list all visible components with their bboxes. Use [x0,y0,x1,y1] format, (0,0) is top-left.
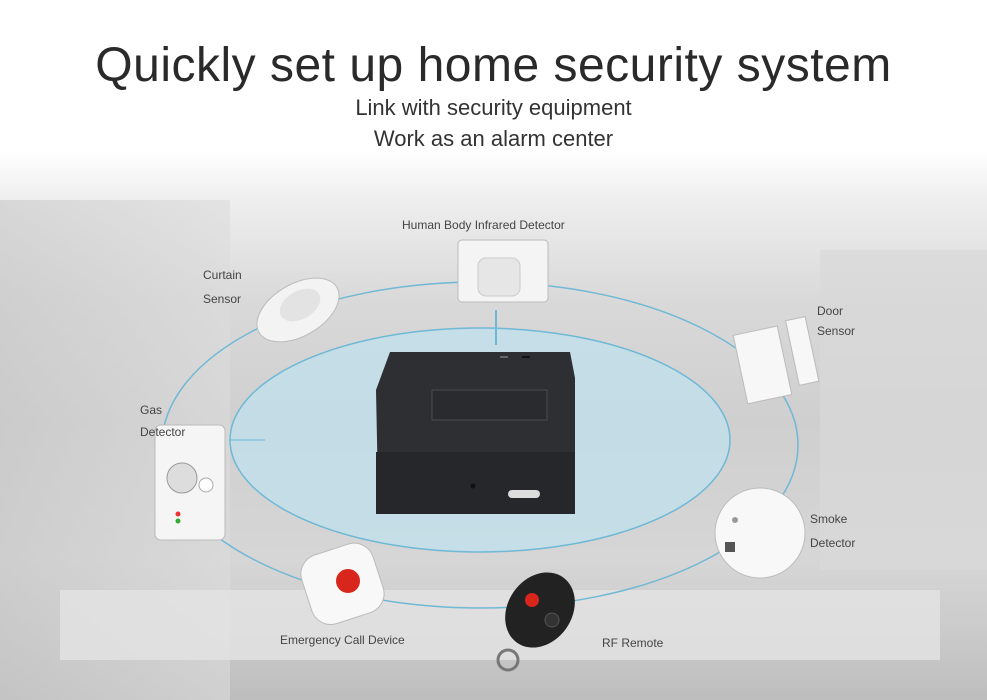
label-door-sensor-line1: Door [817,304,844,318]
label-smoke-detector-line1: Smoke [810,512,848,526]
subtitle-alarm: Work as an alarm center [373,126,614,151]
label-curtain-sensor-line2: Sensor [203,292,242,306]
label-curtain-sensor-line1: Curtain [203,268,242,282]
curtain-sensor-image [256,277,340,343]
label-door-sensor-line2: Sensor [817,324,856,338]
infrared-detector-image [457,239,549,303]
rf-remote-image [496,572,575,672]
background-cabinet [60,590,940,660]
door-sensor-image [732,316,820,405]
label-gas-detector-line1: Gas [140,403,163,417]
gas-detector-image [154,424,226,541]
subtitle-link: Link with security equipment [355,95,632,120]
page-title: Quickly set up home security system [95,39,892,92]
label-rf-remote: RF Remote [602,636,664,650]
label-gas-detector-line2: Detector [140,425,186,439]
smoke-detector-image [714,487,806,579]
label-emergency-call-device: Emergency Call Device [280,633,405,647]
label-infrared-detector: Human Body Infrared Detector [402,218,565,232]
label-smoke-detector-line2: Detector [810,536,856,550]
emergency-call-device-image [300,542,385,625]
hub-device-image [376,352,575,514]
background-shelf [820,250,987,570]
